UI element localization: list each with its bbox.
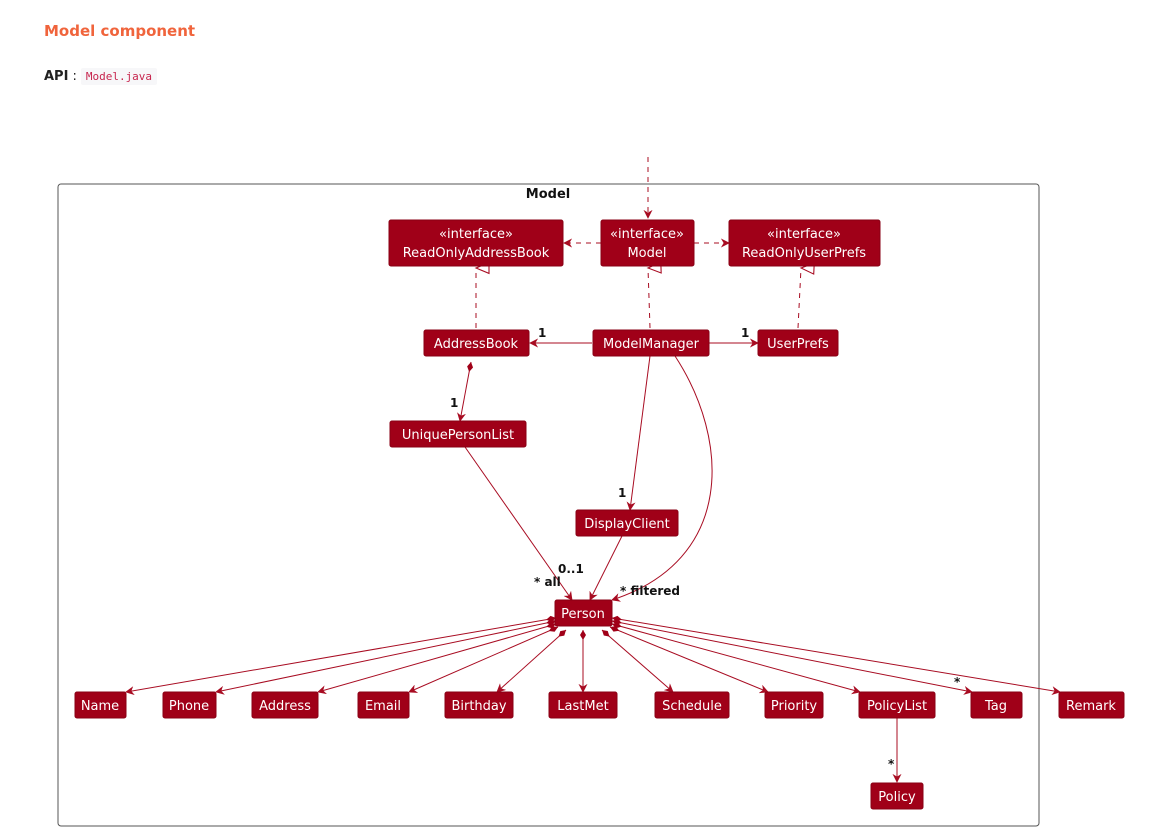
person-to-remark-edge [611,615,1061,696]
phone-node: Phone [162,691,217,719]
model-manager-to-display-client-edge [626,355,651,511]
schedule-node: Schedule [654,691,730,719]
unique-person-list-to-person-edge [464,446,573,601]
tag-multiplicity: * [954,675,961,689]
remark-node: Remark [1058,691,1125,719]
user-prefs-multiplicity: 1 [741,326,749,340]
read-only-user-prefs-label: ReadOnlyUserPrefs [742,246,866,261]
phone-label: Phone [169,699,209,714]
policy-list-node: PolicyList [858,691,936,719]
email-node: Email [357,691,410,719]
tag-label: Tag [984,699,1007,714]
display-client-person-multiplicity: 0..1 [558,562,584,576]
filtered-persons-multiplicity: * filtered [620,584,680,598]
api-label: API [44,69,69,84]
person-label: Person [561,607,605,622]
address-book-node: AddressBook [423,329,530,357]
address-book-multiplicity: 1 [538,326,546,340]
read-only-address-book-stereotype: «interface» [439,227,513,242]
address-label: Address [259,699,311,714]
display-client-multiplicity: 1 [618,486,626,500]
unique-person-list-label: UniquePersonList [402,428,514,443]
priority-node: Priority [764,691,824,719]
model-stereotype: «interface» [610,227,684,242]
read-only-address-book-label: ReadOnlyAddressBook [403,246,550,261]
name-label: Name [81,699,119,714]
priority-label: Priority [771,699,818,714]
policy-multiplicity: * [888,757,895,771]
name-node: Name [74,691,127,719]
read-only-address-book-interface-node: «interface» ReadOnlyAddressBook [388,219,564,267]
model-manager-label: ModelManager [603,337,700,352]
unique-person-list-node: UniquePersonList [389,420,527,448]
model-manager-realizes-edge [646,261,662,329]
model-manager-to-person-filtered-edge [611,355,713,602]
model-package-title: Model [526,187,570,202]
person-to-birthday-edge [496,629,567,693]
policy-label: Policy [878,790,916,805]
model-package-frame [57,183,1040,827]
user-prefs-realizes-edge [797,262,815,329]
api-separator: : [72,69,77,84]
display-client-to-person-edge [589,535,623,601]
remark-label: Remark [1066,699,1116,714]
display-client-node: DisplayClient [575,509,679,537]
user-prefs-label: UserPrefs [767,337,829,352]
section-heading: Model component [44,22,196,40]
all-persons-multiplicity: * all [534,575,561,589]
read-only-user-prefs-stereotype: «interface» [767,227,841,242]
last-met-label: LastMet [557,699,608,714]
unique-person-list-multiplicity: 1 [450,396,458,410]
api-link[interactable]: Model.java [80,68,158,85]
address-book-to-unique-person-list-edge [457,361,474,422]
policy-node: Policy [870,782,924,810]
email-label: Email [365,699,401,714]
birthday-label: Birthday [451,699,506,714]
address-node: Address [251,691,319,719]
last-met-node: LastMet [548,691,618,719]
api-line: API:Model.java [44,68,158,85]
model-interface-node: «interface» Model [600,219,695,267]
model-label: Model [627,246,666,261]
tag-node: Tag [970,691,1023,719]
user-prefs-node: UserPrefs [757,329,839,357]
schedule-label: Schedule [662,699,722,714]
read-only-user-prefs-interface-node: «interface» ReadOnlyUserPrefs [728,219,881,267]
address-book-label: AddressBook [434,337,519,352]
birthday-node: Birthday [444,691,514,719]
model-manager-node: ModelManager [592,329,710,357]
policy-list-label: PolicyList [867,699,927,714]
display-client-label: DisplayClient [584,517,670,532]
person-node: Person [554,599,613,627]
